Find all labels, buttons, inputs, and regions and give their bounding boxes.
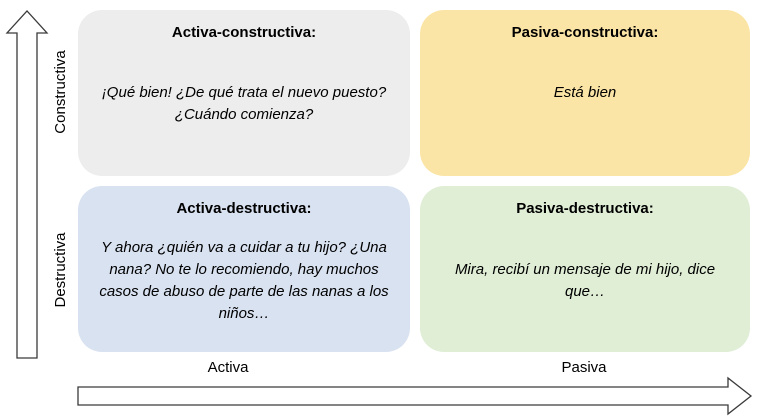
quadrant-example: Y ahora ¿quién va a cuidar a tu hijo? ¿U… <box>99 239 389 322</box>
horizontal-axis-arrow <box>77 376 753 416</box>
quadrant-example: Está bien <box>553 84 617 101</box>
quadrant-example: Mira, recibí un mensaje de mi hijo, dice… <box>454 261 716 300</box>
x-axis-label-passive: Pasiva <box>561 359 607 376</box>
quadrant-title: Activa-destructiva: <box>176 200 312 217</box>
quadrant-example: ¡Qué bien! ¿De qué trata el nuevo puesto… <box>101 84 387 123</box>
quadrant-passive-destructive: Pasiva-destructiva: Mira, recibí un mens… <box>420 186 750 352</box>
y-axis-label-destructive: Destructiva <box>52 232 69 308</box>
quadrant-title: Pasiva-destructiva: <box>516 200 654 217</box>
x-axis-label-active: Activa <box>207 359 249 376</box>
vertical-axis-arrow <box>5 10 49 359</box>
quadrant-active-constructive: Activa-constructiva: ¡Qué bien! ¿De qué … <box>78 10 410 176</box>
y-axis-label-constructive: Constructiva <box>52 50 69 134</box>
quadrant-active-destructive: Activa-destructiva: Y ahora ¿quién va a … <box>78 186 410 352</box>
quadrant-title: Pasiva-constructiva: <box>511 24 659 41</box>
quadrant-passive-constructive: Pasiva-constructiva: Está bien <box>420 10 750 176</box>
quadrant-title: Activa-constructiva: <box>171 24 317 41</box>
